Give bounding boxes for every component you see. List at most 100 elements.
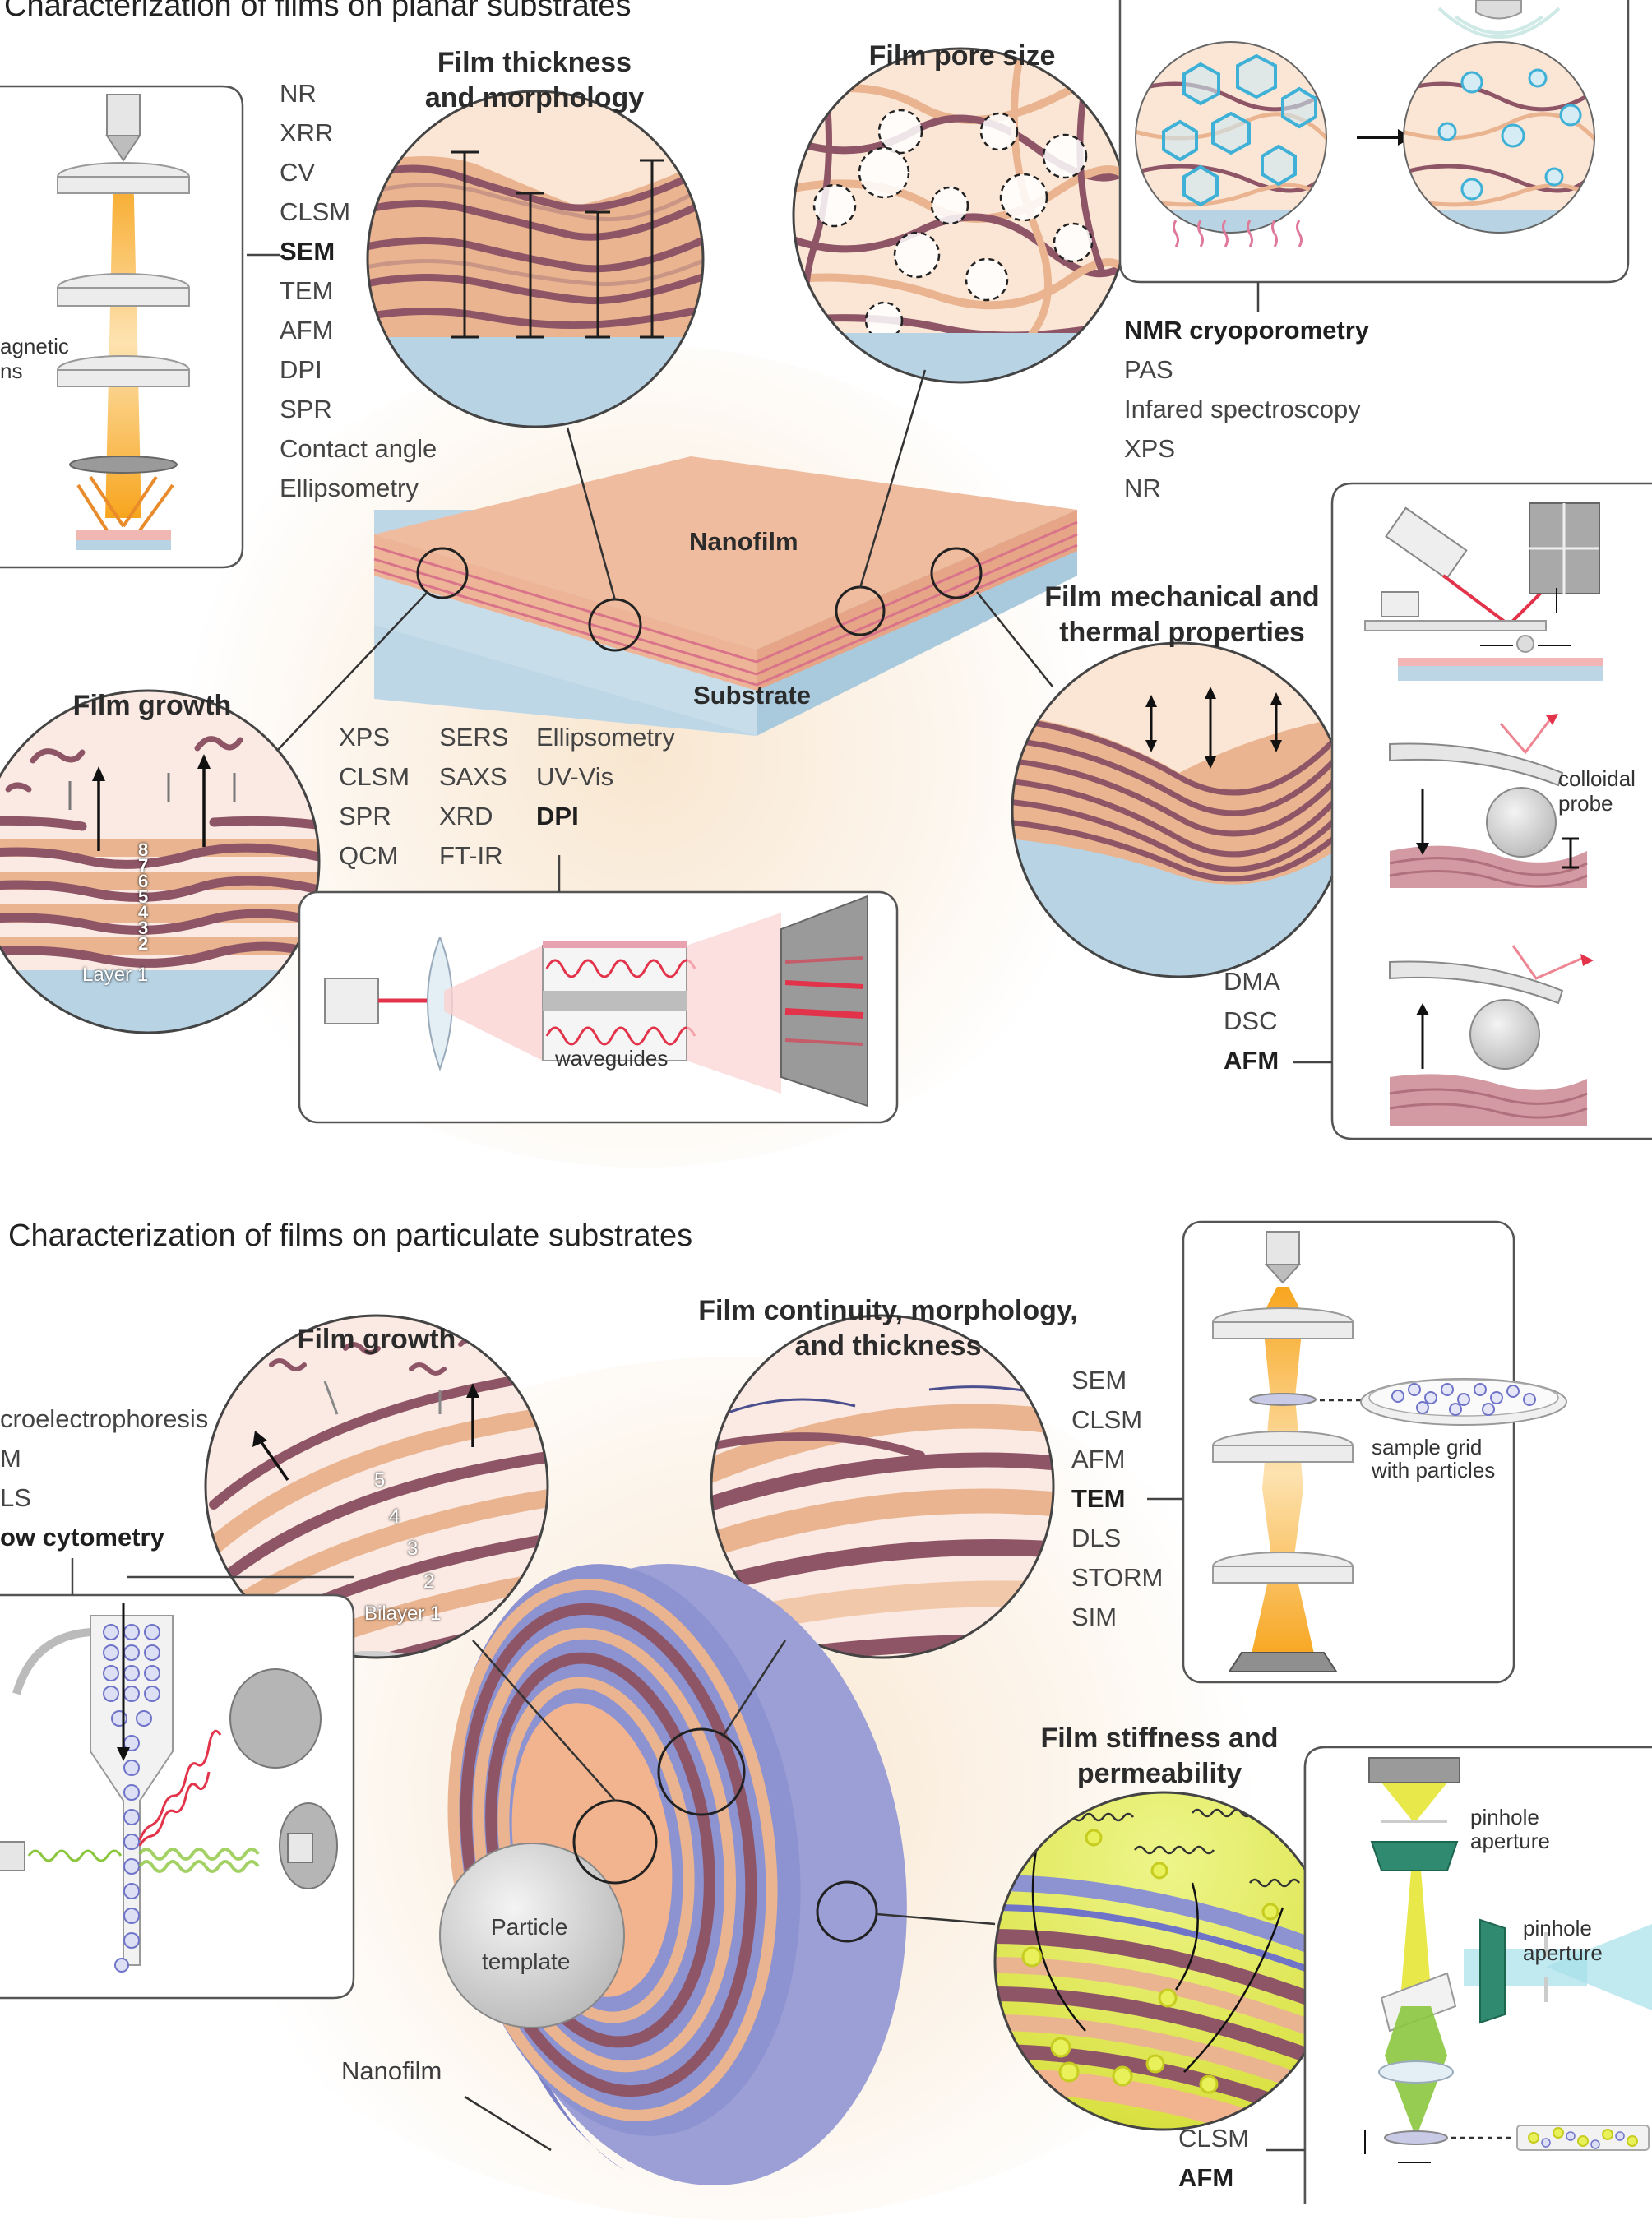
method-item: SERS bbox=[439, 723, 509, 752]
waveguides-label: waveguides bbox=[555, 1046, 669, 1071]
growth-methods-col1: XPS CLSM SPR QCM bbox=[339, 718, 410, 876]
particulate-growth-methods-list: croelectrophoresis M LS ow cytometry bbox=[0, 1399, 208, 1557]
method-item: croelectrophoresis bbox=[0, 1404, 209, 1433]
method-item: DLS bbox=[1071, 1524, 1122, 1552]
method-item: XRR bbox=[280, 118, 334, 147]
pinhole-aperture-side-line2: aperture bbox=[1523, 1940, 1603, 1965]
method-item: CLSM bbox=[280, 197, 351, 226]
bilayer-number: 2 bbox=[423, 1570, 435, 1593]
confocal-microscope-schematic bbox=[1266, 1746, 1652, 2204]
film-thickness-title: Film thickness and morphology bbox=[386, 45, 683, 115]
method-item: LS bbox=[0, 1483, 31, 1512]
method-item: QCM bbox=[339, 841, 399, 870]
method-item: SPR bbox=[280, 395, 332, 423]
colloidal-probe-label-line2: probe bbox=[1558, 791, 1613, 816]
method-item-highlighted: AFM bbox=[1224, 1046, 1279, 1075]
nmr-cryoporometry-schematic bbox=[1118, 0, 1630, 312]
method-item: XRD bbox=[439, 802, 493, 830]
bilayer-number: 3 bbox=[407, 1538, 419, 1560]
method-item: PAS bbox=[1124, 355, 1173, 384]
film-mechanical-circle bbox=[1011, 641, 1348, 978]
method-item: SPR bbox=[339, 802, 391, 830]
growth-methods-col2: SERS SAXS XRD FT-IR bbox=[439, 718, 508, 876]
method-item-highlighted: AFM bbox=[1178, 2163, 1234, 2192]
method-item: STORM bbox=[1071, 1563, 1164, 1592]
particulate-nanofilm-label: Nanofilm bbox=[341, 2056, 442, 2085]
stiffness-methods-list: CLSM AFM bbox=[1178, 2119, 1249, 2198]
method-item: Ellipsometry bbox=[536, 723, 675, 752]
film-continuity-title: Film continuity, morphology, and thickne… bbox=[674, 1293, 1102, 1363]
thickness-methods-list: NR XRR CV CLSM SEM TEM AFM DPI SPR Conta… bbox=[280, 74, 437, 508]
film-stiffness-title-line1: Film stiffness and bbox=[1040, 1723, 1279, 1754]
method-item: CLSM bbox=[1071, 1405, 1143, 1434]
em-label-line1: agnetic bbox=[0, 334, 69, 358]
layer-numbers: 8 7 6 5 4 3 2 bbox=[138, 841, 149, 954]
bilayer-1-label: Bilayer 1 bbox=[364, 1603, 442, 1625]
substrate-label: Substrate bbox=[693, 681, 811, 710]
pore-methods-list: NMR cryoporometry PAS Infared spectrosco… bbox=[1124, 311, 1369, 508]
layer-number: 7 bbox=[138, 855, 149, 876]
transmission-electron-microscope-schematic bbox=[1147, 1220, 1567, 1684]
particle-template-label-line1: Particle bbox=[491, 1914, 568, 1940]
planar-film-growth-title: Film growth bbox=[72, 690, 232, 721]
method-item: CLSM bbox=[1178, 2124, 1250, 2153]
continuity-methods-list: SEM CLSM AFM TEM DLS STORM SIM bbox=[1071, 1361, 1163, 1637]
method-item: NR bbox=[1124, 474, 1161, 502]
particle-template-label-line2: template bbox=[482, 1949, 571, 1974]
method-item: DSC bbox=[1224, 1006, 1278, 1035]
dual-polarization-interferometry-schematic bbox=[298, 855, 899, 1124]
particulate-nanofilm-sphere bbox=[439, 1563, 996, 2186]
flow-cytometry-schematic bbox=[0, 1558, 355, 2000]
method-item: Infared spectroscopy bbox=[1124, 395, 1361, 423]
layer-number: 5 bbox=[138, 886, 149, 907]
method-item: AFM bbox=[1071, 1445, 1126, 1473]
colloidal-probe-label-line1: colloidal bbox=[1558, 766, 1636, 791]
mechanical-methods-list: DMA DSC AFM bbox=[1224, 962, 1280, 1080]
method-item: M bbox=[0, 1444, 21, 1473]
method-item: SAXS bbox=[439, 762, 507, 791]
method-item: Contact angle bbox=[280, 434, 437, 463]
pinhole-aperture-top-line1: pinhole bbox=[1470, 1805, 1539, 1829]
method-item: SEM bbox=[1071, 1366, 1127, 1394]
film-thickness-title-line2: and morphology bbox=[424, 81, 645, 113]
film-mechanical-title: Film mechanical and thermal properties bbox=[1024, 580, 1340, 650]
method-item: DMA bbox=[1224, 967, 1280, 996]
method-item-highlighted: TEM bbox=[1071, 1484, 1126, 1513]
particulate-film-growth-title: Film growth bbox=[297, 1324, 456, 1355]
layer-number: 3 bbox=[138, 918, 149, 938]
film-pore-size-title: Film pore size bbox=[868, 40, 1056, 72]
method-item: FT-IR bbox=[439, 841, 503, 870]
method-item: CV bbox=[280, 158, 316, 187]
film-mechanical-title-line1: Film mechanical and bbox=[1044, 581, 1320, 613]
method-item: NR bbox=[280, 79, 317, 108]
layer-1-label: Layer 1 bbox=[82, 964, 149, 986]
film-thickness-circle bbox=[366, 90, 705, 428]
layer-number: 2 bbox=[138, 933, 149, 954]
film-pore-size-circle bbox=[792, 47, 1129, 384]
bilayer-number: 4 bbox=[389, 1505, 400, 1528]
afm-schematic bbox=[1293, 482, 1652, 1140]
method-item-highlighted: SEM bbox=[280, 237, 335, 266]
method-item: XPS bbox=[1124, 434, 1176, 463]
method-item-highlighted: ow cytometry bbox=[0, 1523, 164, 1552]
method-item: CLSM bbox=[339, 762, 410, 791]
film-stiffness-circle bbox=[993, 1791, 1334, 2131]
method-item: AFM bbox=[280, 316, 334, 345]
method-item: Ellipsometry bbox=[280, 474, 419, 502]
film-continuity-title-line2: and thickness bbox=[794, 1330, 982, 1362]
film-thickness-title-line1: Film thickness bbox=[437, 47, 632, 78]
sample-grid-label-line1: sample grid bbox=[1372, 1435, 1483, 1459]
sample-grid-label-line2: with particles bbox=[1372, 1458, 1496, 1482]
particulate-section-title: Characterization of films on particulate… bbox=[8, 1219, 693, 1253]
method-item: SIM bbox=[1071, 1603, 1118, 1631]
method-item: DPI bbox=[280, 355, 322, 384]
nanofilm-label: Nanofilm bbox=[689, 527, 798, 556]
planar-section-title: Characterization of films on planar subs… bbox=[4, 0, 632, 23]
pinhole-aperture-side-line1: pinhole bbox=[1523, 1916, 1592, 1940]
pinhole-aperture-top-line2: aperture bbox=[1470, 1829, 1550, 1853]
method-item: UV-Vis bbox=[536, 762, 614, 791]
method-item-highlighted: NMR cryoporometry bbox=[1124, 316, 1369, 345]
film-mechanical-title-line2: thermal properties bbox=[1059, 616, 1305, 648]
film-stiffness-title-line2: permeability bbox=[1076, 1757, 1242, 1789]
